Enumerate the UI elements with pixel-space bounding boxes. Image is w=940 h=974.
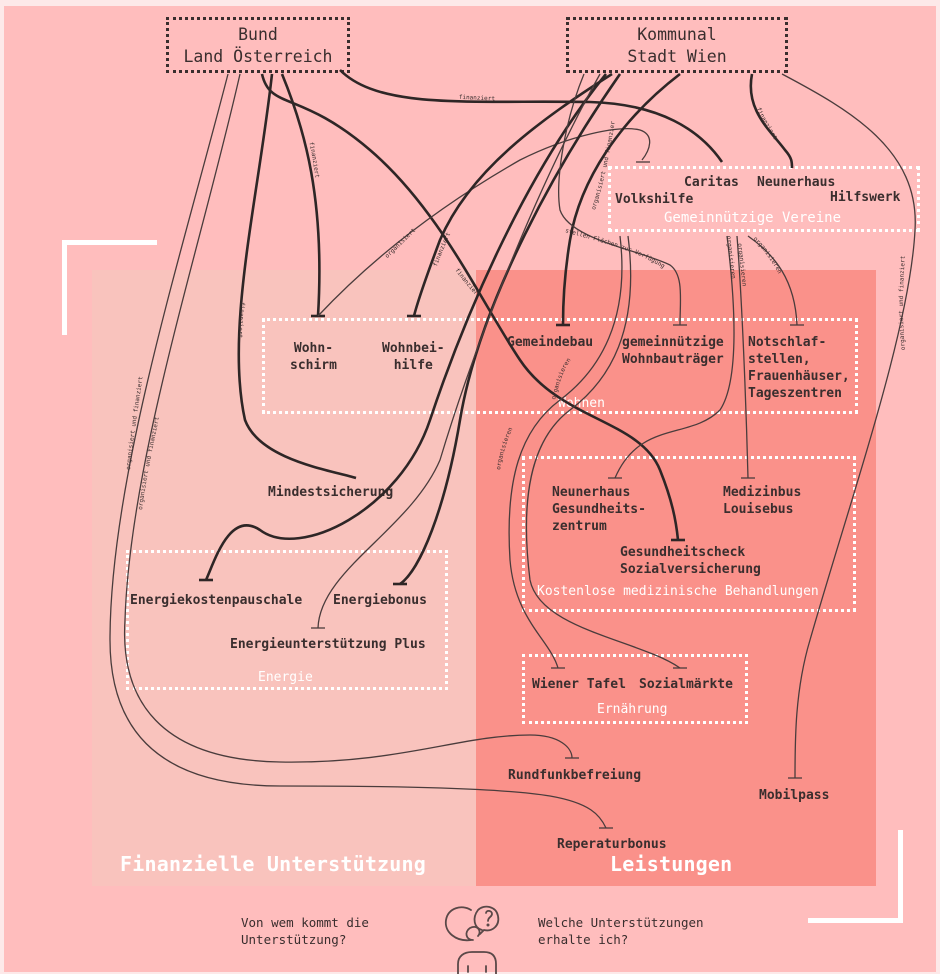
node-nhgz-line1: Neunerhaus xyxy=(552,485,631,500)
node-medizinbus[interactable]: Medizinbus Louisebus xyxy=(723,484,801,518)
node-gesundheitscheck-line1: Gesundheitscheck xyxy=(620,545,746,560)
zone-title-leistungen: Leistungen xyxy=(610,852,733,876)
corner-bracket-top-left xyxy=(62,240,157,335)
node-notschlafstellen-line1: Notschlaf- xyxy=(748,335,827,350)
node-wohnbeihilfe-line1: Wohnbei- xyxy=(382,341,445,356)
node-energiekostenpauschale[interactable]: Energiekostenpauschale xyxy=(130,593,303,608)
node-notschlafstellen-line4: Tageszentren xyxy=(748,386,842,401)
node-wohnbeihilfe[interactable]: Wohnbei- hilfe xyxy=(382,340,445,374)
source-kommunal-line2: Stadt Wien xyxy=(627,47,727,66)
node-wohnschirm[interactable]: Wohn- schirm xyxy=(290,340,337,374)
group-energie xyxy=(126,550,448,690)
node-nhgz-line2: Gesundheits- xyxy=(552,502,646,517)
node-wohnschirm-line2: schirm xyxy=(290,358,337,373)
node-sozialmaerkte[interactable]: Sozialmärkte xyxy=(639,677,733,692)
node-energiebonus[interactable]: Energiebonus xyxy=(333,593,427,608)
node-nhgz-line3: zentrum xyxy=(552,519,607,534)
source-bund-line1: Bund xyxy=(238,25,278,44)
node-notschlafstellen[interactable]: Notschlaf- stellen, Frauenhäuser, Tagesz… xyxy=(748,334,850,402)
node-gesundheitscheck[interactable]: Gesundheitscheck Sozialversicherung xyxy=(620,544,761,578)
node-medizinbus-line1: Medizinbus xyxy=(723,485,802,500)
group-label-wohnen: Wohnen xyxy=(558,396,605,411)
node-wohnbautraeger-line2: Wohnbauträger xyxy=(622,352,724,367)
node-mobilpass[interactable]: Mobilpass xyxy=(759,788,830,803)
node-gemeindebau[interactable]: Gemeindebau xyxy=(507,335,594,350)
node-wohnschirm-line1: Wohn- xyxy=(293,341,334,356)
verein-caritas[interactable]: Caritas xyxy=(684,175,739,190)
source-bund[interactable]: Bund Land Österreich xyxy=(166,17,350,73)
node-reperaturbonus[interactable]: Reperaturbonus xyxy=(557,837,667,852)
group-label-medizin: Kostenlose medizinische Behandlungen xyxy=(537,584,819,599)
node-medizinbus-line2: Louisebus xyxy=(723,502,794,517)
verein-neunerhaus[interactable]: Neunerhaus xyxy=(757,175,836,190)
node-rundfunkbefreiung[interactable]: Rundfunkbefreiung xyxy=(508,768,642,783)
node-neunerhaus-gesundheitszentrum[interactable]: Neunerhaus Gesundheits- zentrum xyxy=(552,484,646,535)
person-question-icon xyxy=(444,905,500,974)
group-label-ernaehrung: Ernährung xyxy=(597,702,668,717)
corner-bracket-bottom-right xyxy=(808,830,903,923)
node-wiener-tafel[interactable]: Wiener Tafel xyxy=(532,677,626,692)
footer-right-line2: erhalte ich? xyxy=(538,932,629,947)
footer-right-line1: Welche Unterstützungen xyxy=(538,915,704,930)
verein-volkshilfe[interactable]: Volkshilfe xyxy=(615,192,694,207)
node-notschlafstellen-line2: stellen, xyxy=(748,352,811,367)
source-kommunal[interactable]: Kommunal Stadt Wien xyxy=(566,17,788,73)
node-wohnbautraeger-line1: gemeinnützige xyxy=(622,335,724,350)
footer-left-line1: Von wem kommt die xyxy=(241,915,369,930)
group-label-energie: Energie xyxy=(258,670,313,685)
source-kommunal-line1: Kommunal xyxy=(637,25,717,44)
footer-question-left: Von wem kommt die Unterstützung? xyxy=(241,914,369,948)
node-energieunterstuetzung-plus[interactable]: Energieunterstützung Plus xyxy=(230,637,426,652)
node-notschlafstellen-line3: Frauenhäuser, xyxy=(748,369,850,384)
node-gemeinnuetzige-wohnbautraeger[interactable]: gemeinnützige Wohnbauträger xyxy=(622,334,724,368)
zone-title-finanzielle: Finanzielle Unterstützung xyxy=(120,852,427,876)
node-mindestsicherung[interactable]: Mindestsicherung xyxy=(268,485,394,500)
footer-question-right: Welche Unterstützungen erhalte ich? xyxy=(538,914,704,948)
source-bund-line2: Land Österreich xyxy=(183,47,333,66)
node-wohnbeihilfe-line2: hilfe xyxy=(393,358,433,373)
group-label-vereine: Gemeinnützige Vereine xyxy=(664,210,842,226)
node-gesundheitscheck-line2: Sozialversicherung xyxy=(620,562,761,577)
verein-hilfswerk[interactable]: Hilfswerk xyxy=(830,190,901,205)
footer-left-line2: Unterstützung? xyxy=(241,932,347,947)
